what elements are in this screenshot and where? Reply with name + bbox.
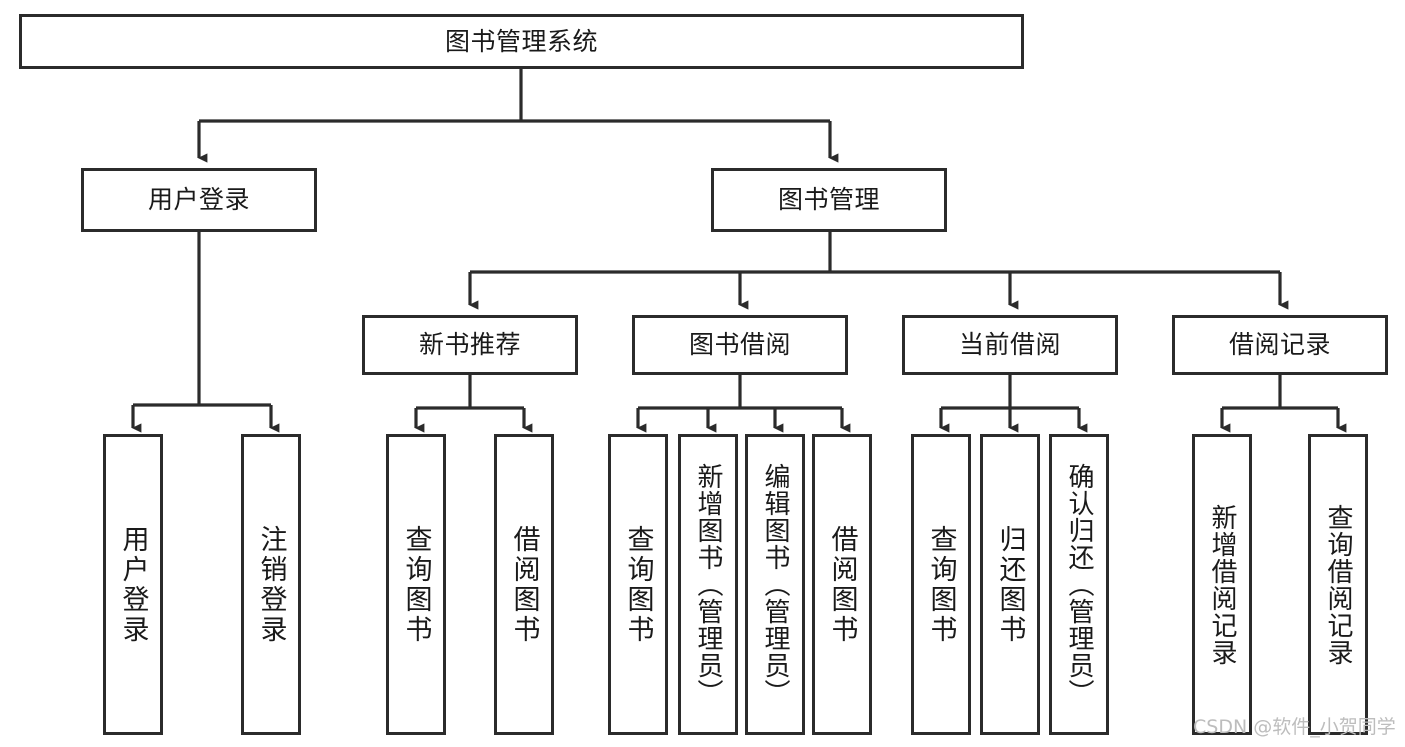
node-label: 用户登录 xyxy=(147,185,250,214)
node-label: 图书借阅 xyxy=(688,330,791,359)
node-label: 确认归还（管理员） xyxy=(1064,463,1094,706)
node-label: 用户登录 xyxy=(117,524,149,645)
node-borrow-record[interactable]: 借阅记录 xyxy=(1172,315,1388,375)
node-label: 查询图书 xyxy=(400,524,432,645)
node-label: 注销登录 xyxy=(255,524,287,645)
node-leaf-add-record[interactable]: 新增借阅记录 xyxy=(1192,434,1252,735)
node-leaf-borrow-book-2[interactable]: 借阅图书 xyxy=(812,434,872,735)
node-leaf-query-book-2[interactable]: 查询图书 xyxy=(608,434,668,735)
node-label: 图书管理 xyxy=(777,185,880,214)
node-leaf-query-book-3[interactable]: 查询图书 xyxy=(911,434,971,735)
node-label: 借阅记录 xyxy=(1228,330,1331,359)
node-leaf-query-record[interactable]: 查询借阅记录 xyxy=(1308,434,1368,735)
node-label: 新增借阅记录 xyxy=(1207,503,1237,666)
node-leaf-user-login[interactable]: 用户登录 xyxy=(103,434,163,735)
node-label: 归还图书 xyxy=(994,524,1026,645)
node-user-login[interactable]: 用户登录 xyxy=(81,168,317,232)
node-leaf-add-book[interactable]: 新增图书（管理员） xyxy=(678,434,738,735)
node-label: 借阅图书 xyxy=(826,524,858,645)
node-new-book-recommend[interactable]: 新书推荐 xyxy=(362,315,578,375)
node-label: 当前借阅 xyxy=(958,330,1061,359)
node-label: 新书推荐 xyxy=(418,330,521,359)
node-leaf-return-book[interactable]: 归还图书 xyxy=(980,434,1040,735)
node-leaf-borrow-book-1[interactable]: 借阅图书 xyxy=(494,434,554,735)
node-label: 借阅图书 xyxy=(508,524,540,645)
node-book-borrow[interactable]: 图书借阅 xyxy=(632,315,848,375)
node-leaf-query-book-1[interactable]: 查询图书 xyxy=(386,434,446,735)
node-book-manage[interactable]: 图书管理 xyxy=(711,168,947,232)
node-leaf-logout[interactable]: 注销登录 xyxy=(241,434,301,735)
node-label: 查询借阅记录 xyxy=(1323,503,1353,666)
node-label: 编辑图书（管理员） xyxy=(760,463,790,706)
node-label: 查询图书 xyxy=(925,524,957,645)
node-label: 查询图书 xyxy=(622,524,654,645)
node-leaf-confirm-return[interactable]: 确认归还（管理员） xyxy=(1049,434,1109,735)
csdn-watermark: CSDN @软件_小贺同学 xyxy=(1193,716,1396,738)
node-label: 图书管理系统 xyxy=(444,26,598,56)
node-label: 新增图书（管理员） xyxy=(693,463,723,706)
node-current-borrow[interactable]: 当前借阅 xyxy=(902,315,1118,375)
node-root-system[interactable]: 图书管理系统 xyxy=(19,14,1024,69)
node-leaf-edit-book[interactable]: 编辑图书（管理员） xyxy=(745,434,805,735)
